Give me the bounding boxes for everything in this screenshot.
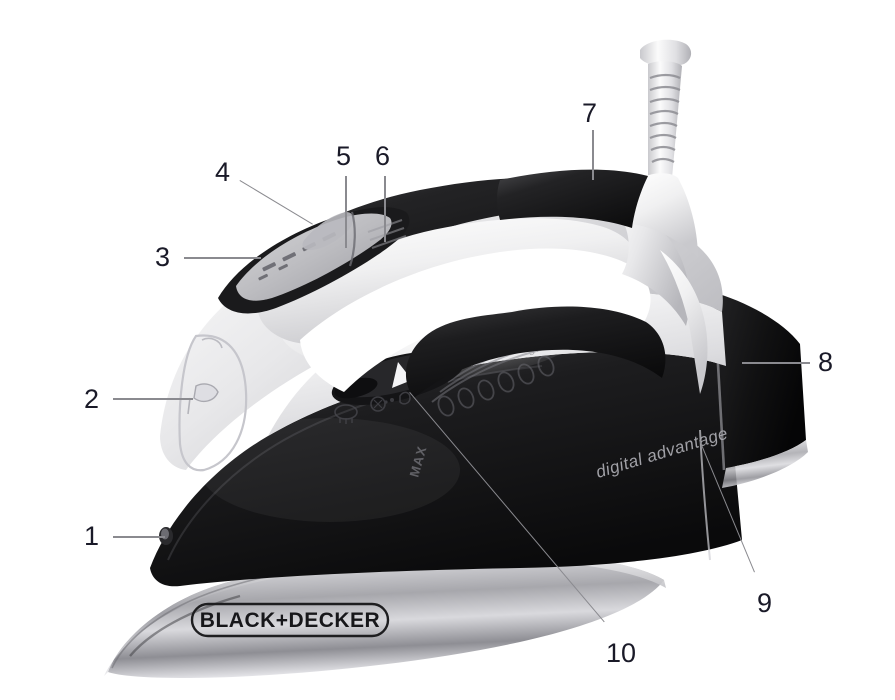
brand-logo-text: BLACK+DECKER [200, 609, 380, 632]
callout-number-10: 10 [606, 638, 637, 668]
leader-8 [742, 362, 810, 364]
cord-strain-relief [632, 39, 698, 258]
callout-number-9: 9 [757, 588, 773, 618]
leader-7 [592, 130, 594, 180]
setting-button [302, 212, 354, 250]
steam-icon [334, 404, 358, 424]
rear-top-shell [497, 169, 648, 228]
callout-number-6: 6 [375, 141, 391, 171]
leader-6 [384, 176, 386, 242]
callout-number-2: 2 [84, 384, 100, 414]
water-fill-door [178, 334, 248, 472]
leader-3 [184, 257, 261, 259]
panel-divider [348, 211, 356, 267]
callout-number-4: 4 [215, 157, 231, 187]
burst-icon [399, 391, 411, 405]
lower-black-shell [150, 351, 742, 587]
callout-number-5: 5 [336, 141, 352, 171]
leader-5 [345, 176, 347, 248]
callout-number-8: 8 [818, 347, 834, 377]
brand-badge: BLACK+DECKER [190, 602, 390, 638]
dial-icons [334, 391, 411, 424]
callout-number-7: 7 [582, 98, 598, 128]
callout-number-1: 1 [84, 521, 100, 551]
callout-number-3: 3 [155, 242, 171, 272]
spray-icon [370, 396, 386, 412]
leader-2 [113, 398, 193, 400]
leader-1 [113, 536, 165, 538]
